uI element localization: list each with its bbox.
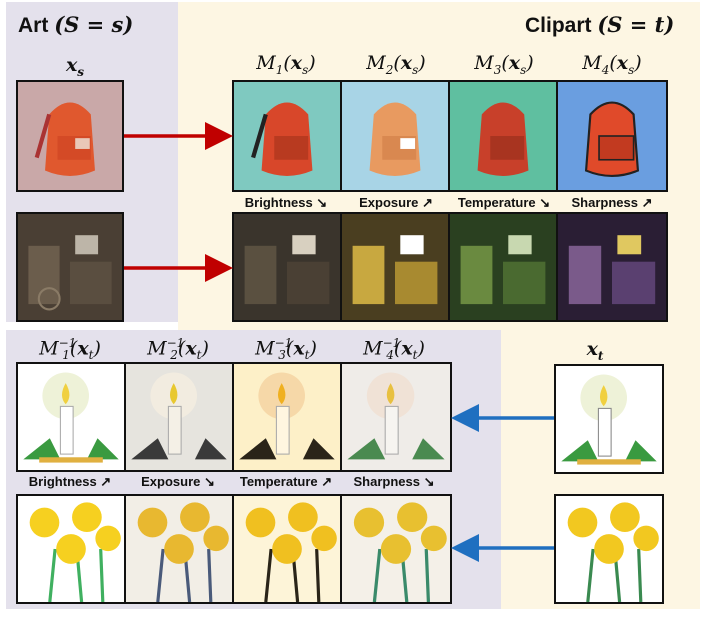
forward-image-sharpness-2	[556, 212, 668, 322]
forward-label-exposure: Exposure ↗	[359, 195, 433, 210]
forward-image-temperature-2	[448, 212, 558, 322]
forward-image-brightness-2	[232, 212, 342, 322]
inverse-image-temperature-2	[232, 494, 342, 604]
inverse-image-brightness-2	[16, 494, 126, 604]
source-image-room	[16, 212, 124, 322]
inverse-map-header-2: M−12(xt)	[147, 336, 209, 363]
inverse-label-sharpness: Sharpness ↘	[353, 474, 435, 489]
forward-map-header-4: M4(xs)	[582, 52, 642, 77]
forward-map-header-1: M1(xs)	[256, 52, 316, 77]
inverse-image-sharpness-1	[340, 362, 452, 472]
clipart-domain-name: Clipart	[525, 14, 592, 37]
inverse-image-temperature-1	[232, 362, 342, 472]
forward-label-sharpness: Sharpness ↗	[571, 195, 653, 210]
inverse-image-exposure-1	[124, 362, 234, 472]
inverse-map-header-4: M−14(xt)	[363, 336, 425, 363]
clipart-domain-header: Clipart (S = t)	[525, 12, 674, 38]
forward-image-exposure-2	[340, 212, 450, 322]
target-image-flowers	[554, 494, 664, 604]
inverse-label-temperature: Temperature ↗	[239, 474, 333, 489]
forward-label-temperature: Temperature ↘	[457, 195, 551, 210]
forward-map-header-2: M2(xs)	[366, 52, 426, 77]
target-symbol: xt	[586, 338, 604, 363]
forward-label-brightness: Brightness ↘	[244, 195, 328, 210]
source-symbol: xs	[65, 54, 85, 79]
forward-map-header-3: M3(xs)	[474, 52, 534, 77]
forward-image-exposure-1	[340, 80, 450, 192]
art-domain-condition: (S = s)	[54, 12, 134, 37]
clipart-domain-condition: (S = t)	[597, 12, 675, 37]
inverse-map-header-1: M−11(xt)	[39, 336, 101, 363]
inverse-label-brightness: Brightness ↗	[28, 474, 112, 489]
art-domain-name: Art	[18, 14, 49, 37]
inverse-image-sharpness-2	[340, 494, 452, 604]
inverse-image-exposure-2	[124, 494, 234, 604]
forward-image-sharpness-1	[556, 80, 668, 192]
source-image-backpack	[16, 80, 124, 192]
inverse-map-header-3: M−13(xt)	[255, 336, 317, 363]
inverse-label-exposure: Exposure ↘	[141, 474, 215, 489]
inverse-image-brightness-1	[16, 362, 126, 472]
art-domain-header: Art (S = s)	[18, 12, 133, 38]
forward-image-temperature-1	[448, 80, 558, 192]
forward-image-brightness-1	[232, 80, 342, 192]
target-image-candle	[554, 364, 664, 474]
